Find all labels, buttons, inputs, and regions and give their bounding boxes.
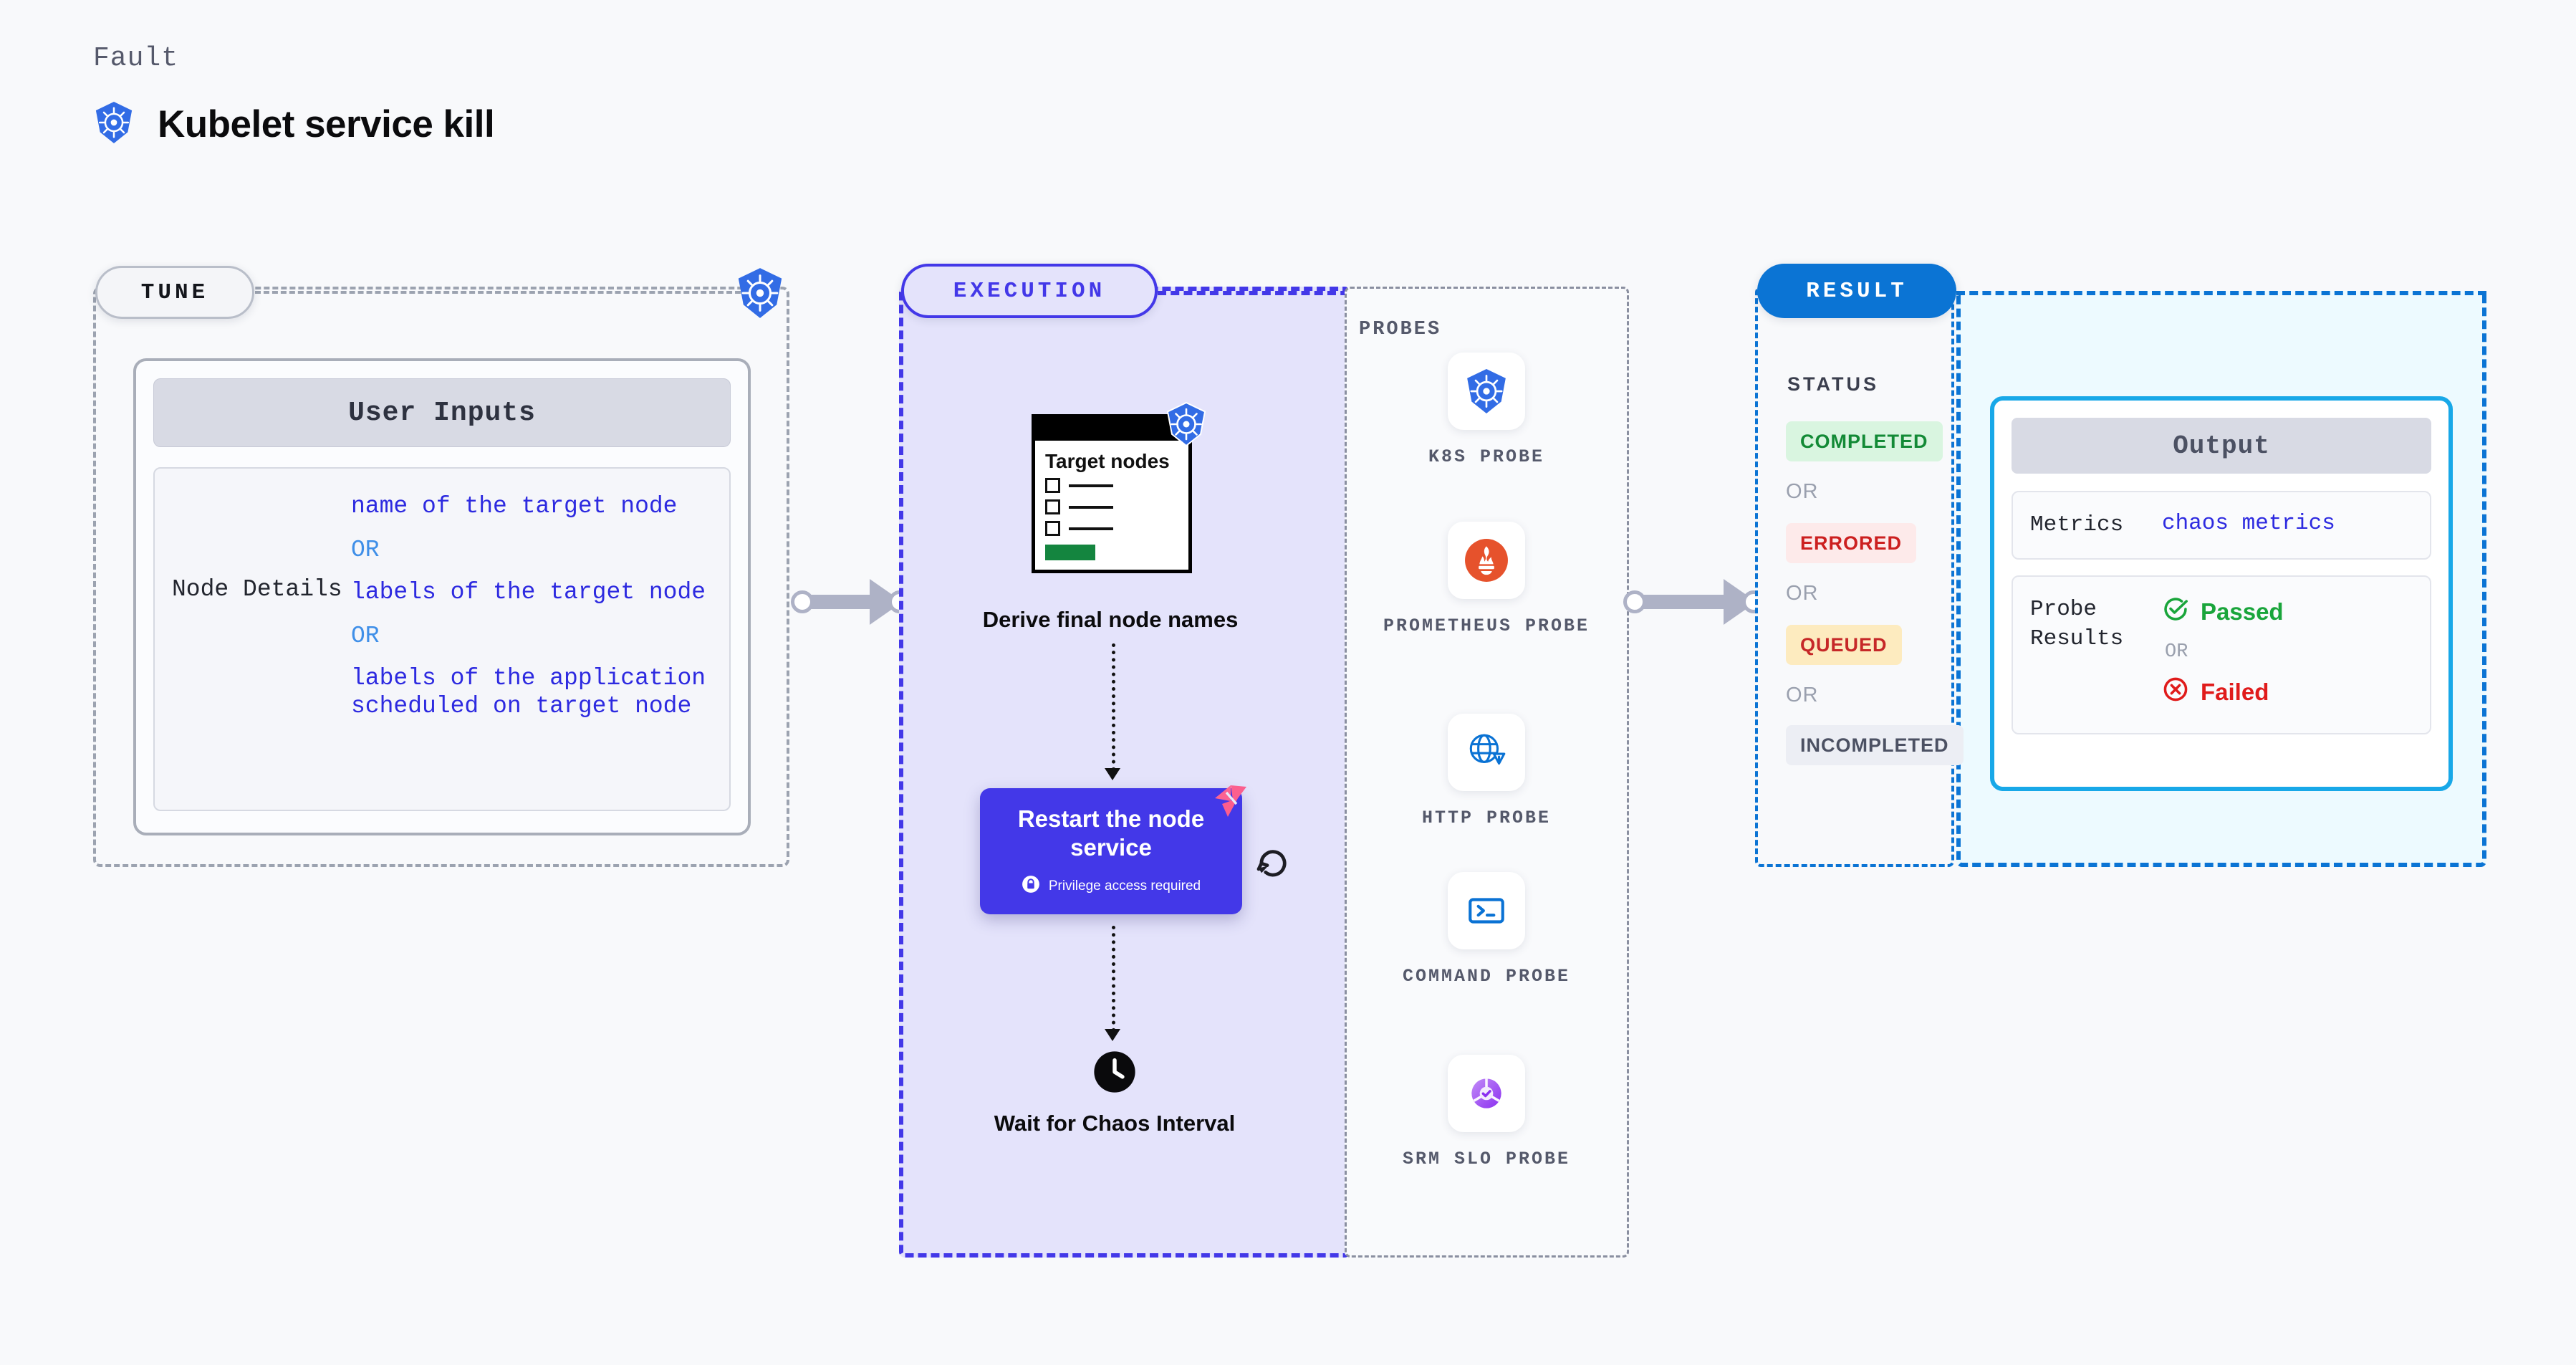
- result-pill[interactable]: RESULT: [1757, 264, 1956, 318]
- kubernetes-icon: [93, 101, 135, 148]
- or-separator: OR: [2165, 641, 2188, 664]
- user-inputs-title: User Inputs: [153, 378, 731, 447]
- probes-section-label: PROBES: [1359, 319, 1442, 340]
- x-circle-icon: [2162, 676, 2189, 709]
- flow-connector: [1112, 643, 1115, 771]
- or-separator: OR: [1786, 582, 1819, 605]
- probe-prometheus[interactable]: PROMETHEUS PROBE: [1383, 522, 1590, 638]
- privilege-text: Privilege access required: [1048, 878, 1201, 894]
- check-circle-icon: [2162, 595, 2189, 628]
- fault-title-row: Kubelet service kill: [93, 101, 495, 148]
- node-value-0: name of the target node: [351, 493, 678, 519]
- line-placeholder: [1069, 505, 1113, 509]
- result-top-dash: [1956, 291, 2486, 295]
- srm-slo-donut-icon: [1448, 1055, 1525, 1132]
- kubernetes-icon: [1448, 353, 1525, 430]
- privilege-note: Privilege access required: [1022, 875, 1201, 898]
- page-header: Fault Kubelet service kill: [93, 43, 495, 148]
- execution-pill[interactable]: EXECUTION: [901, 264, 1158, 318]
- kubernetes-icon: [735, 267, 785, 318]
- node-details-values: name of the target node OR labels of the…: [351, 493, 715, 810]
- metrics-value: chaos metrics: [2162, 511, 2335, 536]
- restart-node-service-node[interactable]: Restart the node service Privilege acces…: [980, 788, 1242, 914]
- checkbox-icon: [1045, 521, 1060, 537]
- lock-icon: [1022, 875, 1040, 898]
- checkbox-icon: [1045, 499, 1060, 515]
- status-badge-completed: COMPLETED: [1786, 421, 1943, 461]
- checkbox-row: [1045, 521, 1188, 537]
- connector-probes-to-result: [1623, 573, 1767, 631]
- arrowhead-icon: [1105, 768, 1120, 780]
- user-inputs-card: User Inputs Node Details name of the tar…: [133, 358, 751, 835]
- tune-panel: [93, 287, 789, 867]
- metrics-row: Metrics chaos metrics: [2012, 491, 2431, 560]
- litmuschaos-icon: [1212, 782, 1249, 820]
- probe-passed: Passed: [2162, 595, 2284, 628]
- metrics-key: Metrics: [2030, 512, 2124, 537]
- or-separator: OR: [1786, 480, 1819, 503]
- wait-for-chaos-interval-label: Wait for Chaos Interval: [994, 1111, 1236, 1136]
- line-placeholder: [1069, 527, 1113, 530]
- target-nodes-title: Target nodes: [1045, 450, 1170, 472]
- flow-connector: [1112, 926, 1115, 1032]
- page-title: Kubelet service kill: [158, 103, 495, 145]
- tune-top-dash: [255, 291, 749, 294]
- probe-label: COMMAND PROBE: [1402, 966, 1571, 987]
- node-value-1: labels of the target node: [351, 578, 706, 605]
- status-badge-errored: ERRORED: [1786, 523, 1917, 563]
- checkbox-icon: [1045, 478, 1060, 494]
- probe-label: K8S PROBE: [1428, 446, 1545, 467]
- result-panel: [1755, 287, 1954, 867]
- failed-label: Failed: [2201, 679, 2269, 706]
- fault-eyebrow: Fault: [93, 43, 179, 74]
- globe-warning-icon: [1448, 714, 1525, 791]
- probe-srm-slo[interactable]: SRM SLO PROBE: [1383, 1055, 1590, 1172]
- probe-http[interactable]: HTTP PROBE: [1383, 714, 1590, 830]
- probe-label: SRM SLO PROBE: [1402, 1149, 1571, 1169]
- status-label: STATUS: [1787, 373, 1879, 395]
- status-badge-incompleted: INCOMPLETED: [1786, 725, 1964, 765]
- tune-pill[interactable]: TUNE: [95, 266, 254, 319]
- prometheus-icon: [1448, 522, 1525, 599]
- probe-label: HTTP PROBE: [1421, 808, 1552, 828]
- loop-repeat-icon: [1255, 846, 1291, 881]
- derive-node-names-label: Derive final node names: [982, 607, 1239, 632]
- node-details-key: Node Details: [172, 576, 342, 603]
- action-title: Restart the node service: [1017, 805, 1205, 861]
- window-titlebar: [1035, 418, 1188, 441]
- or-separator: OR: [351, 536, 380, 563]
- or-separator: OR: [351, 622, 380, 649]
- passed-label: Passed: [2201, 598, 2284, 626]
- probe-failed: Failed: [2162, 676, 2284, 709]
- probe-results-values: Passed OR Failed: [2162, 595, 2284, 709]
- arrowhead-icon: [1105, 1029, 1120, 1041]
- output-title: Output: [2012, 418, 2431, 474]
- kubernetes-icon: [1165, 401, 1208, 447]
- line-placeholder: [1069, 484, 1113, 487]
- connector-tune-to-execution: [791, 573, 911, 631]
- clock-icon: [1093, 1050, 1136, 1093]
- or-separator: OR: [1786, 684, 1819, 707]
- probe-label: PROMETHEUS PROBE: [1383, 616, 1590, 636]
- target-nodes-card: Target nodes: [1032, 414, 1192, 573]
- probe-command[interactable]: COMMAND PROBE: [1383, 872, 1590, 989]
- node-value-2: labels of the application scheduled on t…: [351, 664, 706, 719]
- probe-k8s[interactable]: K8S PROBE: [1383, 353, 1590, 469]
- checkbox-row: [1045, 478, 1188, 494]
- status-badge-queued: QUEUED: [1786, 625, 1902, 665]
- node-details-row: Node Details name of the target node OR …: [153, 467, 731, 811]
- checkbox-row: [1045, 499, 1188, 515]
- terminal-icon: [1448, 872, 1525, 949]
- green-bar: [1045, 545, 1095, 561]
